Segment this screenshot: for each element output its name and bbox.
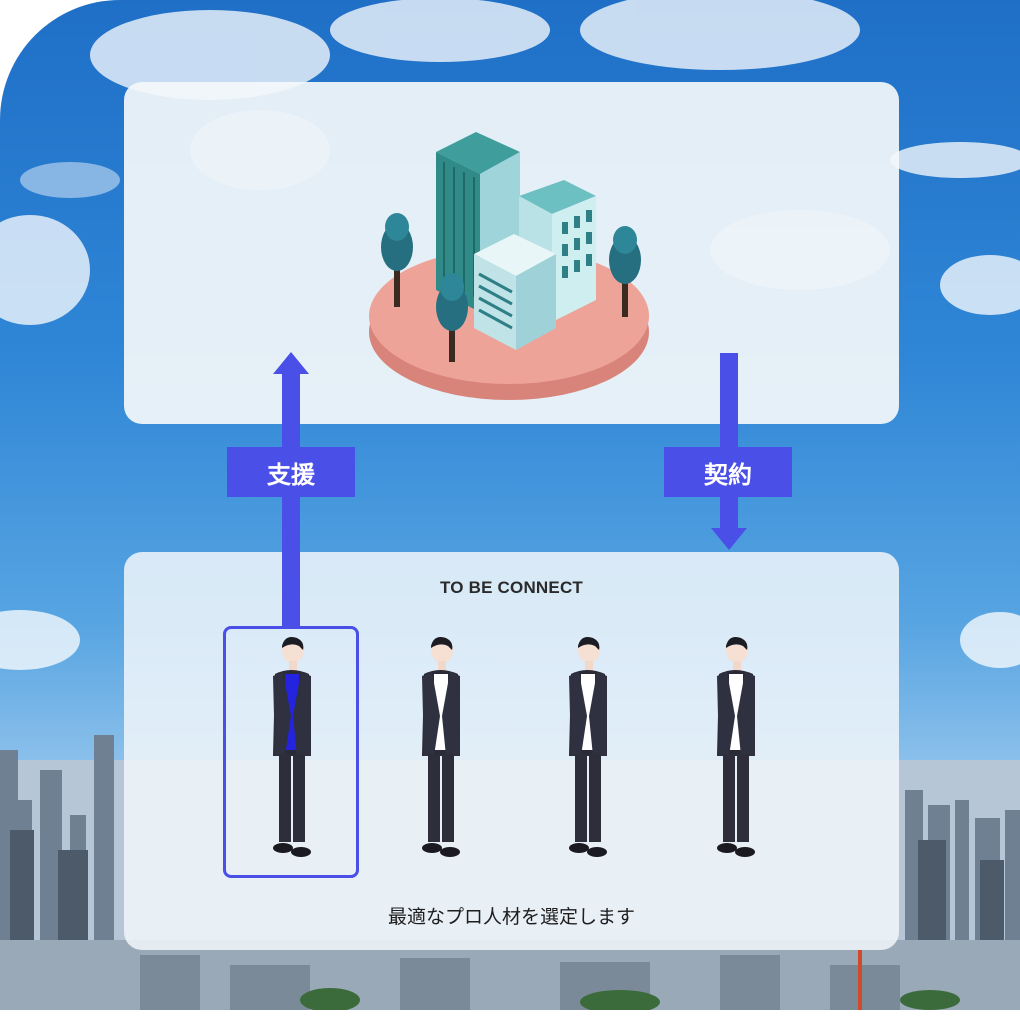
office-buildings-illustration [369, 132, 649, 400]
person-figure [717, 637, 755, 857]
arrow-up-icon [273, 352, 309, 374]
contract-arrow-shaft [720, 353, 738, 531]
talent-panel: TO BE CONNECT 最適なプロ人材を選定します [124, 552, 899, 950]
contract-label: 契約 [664, 447, 792, 497]
panel-title: TO BE CONNECT [439, 578, 584, 597]
panel-caption: 最適なプロ人材を選定します [387, 906, 635, 928]
support-arrow-shaft [282, 370, 300, 626]
person-figure-selected [273, 637, 311, 857]
person-figure [422, 637, 460, 857]
person-figure [569, 637, 607, 857]
support-label: 支援 [227, 447, 355, 497]
arrow-down-icon [711, 528, 747, 550]
company-panel [124, 82, 899, 424]
selected-candidate-frame [223, 626, 359, 878]
